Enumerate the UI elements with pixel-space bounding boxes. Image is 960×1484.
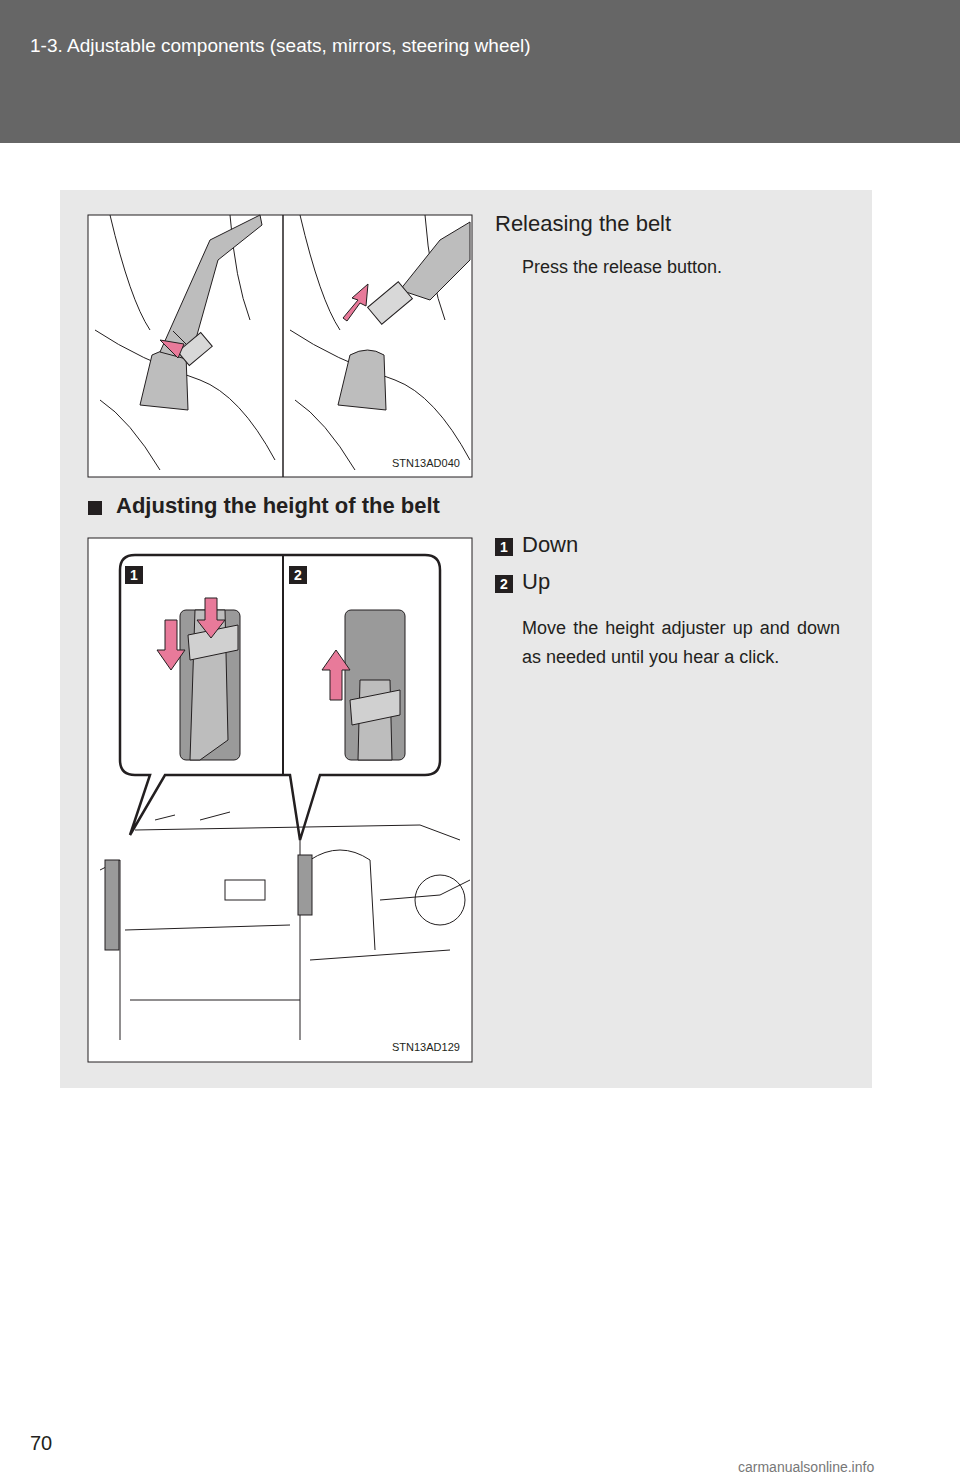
header-bar — [0, 0, 960, 143]
callout-number: 2 — [289, 566, 307, 584]
step-instruction: Press the release button. — [522, 256, 852, 279]
page-number: 70 — [30, 1430, 52, 1456]
content-panel — [60, 190, 872, 1088]
figure-code: STN13AD129 — [392, 1040, 460, 1054]
watermark: carmanualsonline.info — [738, 1458, 874, 1476]
release-illustration — [88, 215, 472, 477]
figure-code: STN13AD040 — [392, 456, 460, 470]
callout-number: 2 — [495, 575, 513, 593]
callout-number: 1 — [495, 538, 513, 556]
instruction-paragraph: Move the height adjuster up and down as … — [522, 614, 840, 672]
callout-text: Up — [522, 568, 550, 597]
section-heading: Adjusting the height of the belt — [116, 492, 440, 521]
callout-text: Down — [522, 531, 578, 560]
callout-number: 1 — [125, 566, 143, 584]
height-adjuster-illustration — [88, 538, 472, 1062]
section-header: 1-3. Adjustable components (seats, mirro… — [30, 34, 531, 59]
step-heading: Releasing the belt — [495, 210, 671, 239]
heading-bullet — [88, 501, 102, 515]
